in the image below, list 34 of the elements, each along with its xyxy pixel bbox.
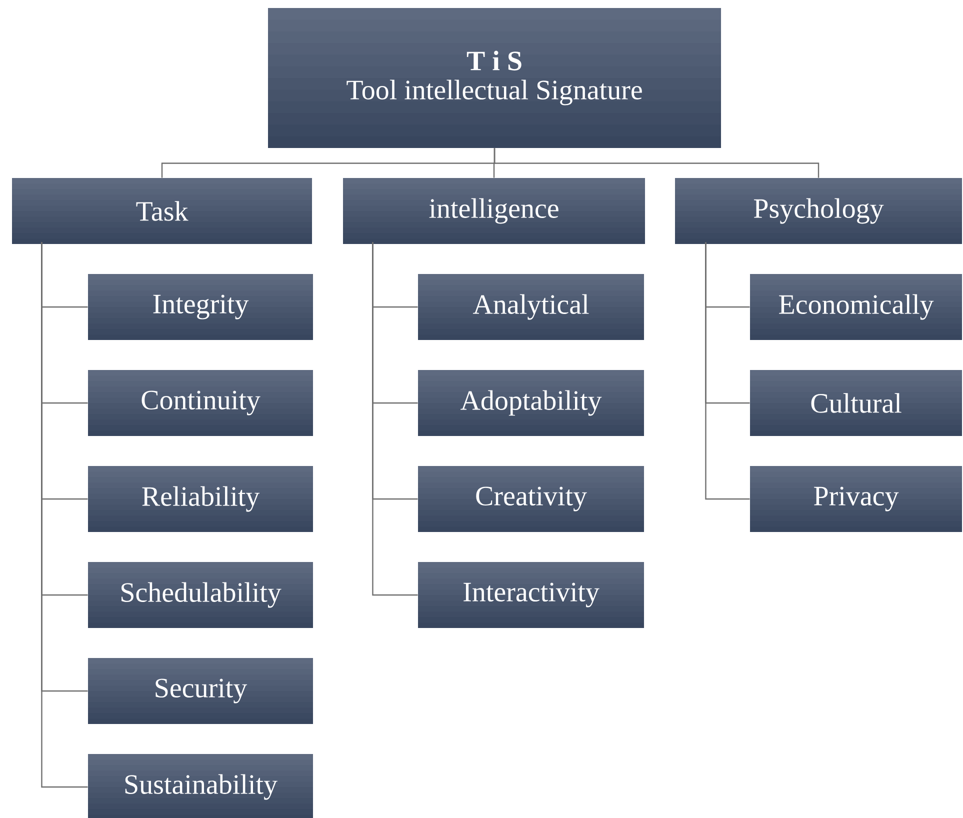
item-box: Economically <box>750 274 962 340</box>
item-box: Schedulability <box>88 562 313 628</box>
item-box: Creativity <box>418 466 644 532</box>
connector-line <box>41 242 88 788</box>
node-label: Security <box>156 678 248 704</box>
connector-line <box>372 242 418 596</box>
item-box: Reliability <box>88 466 313 532</box>
connector-line <box>494 148 820 178</box>
category-box: Task <box>12 178 312 244</box>
item-box: Sustainability <box>88 754 313 818</box>
item-box: Analytical <box>418 274 644 340</box>
node-label: T i S <box>466 50 522 70</box>
category-box: intelligence <box>343 178 645 244</box>
node-label: Continuity <box>142 390 260 416</box>
node-label: Reliability <box>142 486 260 512</box>
node-label: Sustainability <box>125 774 278 800</box>
node-label: Adoptability <box>460 390 602 416</box>
connector-line <box>705 242 750 500</box>
node-label: Privacy <box>814 486 899 512</box>
node-label: Tool intellectual Signature <box>346 80 642 106</box>
item-box: Privacy <box>750 466 962 532</box>
node-label: intelligence <box>429 198 558 224</box>
item-box: Security <box>88 658 313 724</box>
node-label: Cultural <box>811 393 902 413</box>
item-box: Interactivity <box>418 562 644 628</box>
item-box: Continuity <box>88 370 313 436</box>
node-label: Task <box>136 201 188 221</box>
category-box: Psychology <box>675 178 962 244</box>
title-box: T i S Tool intellectual Signature <box>268 8 721 148</box>
node-label: Creativity <box>476 486 587 512</box>
item-box: Adoptability <box>418 370 644 436</box>
item-box: Integrity <box>88 274 313 340</box>
item-box: Cultural <box>750 370 962 436</box>
node-label: Psychology <box>754 198 884 224</box>
